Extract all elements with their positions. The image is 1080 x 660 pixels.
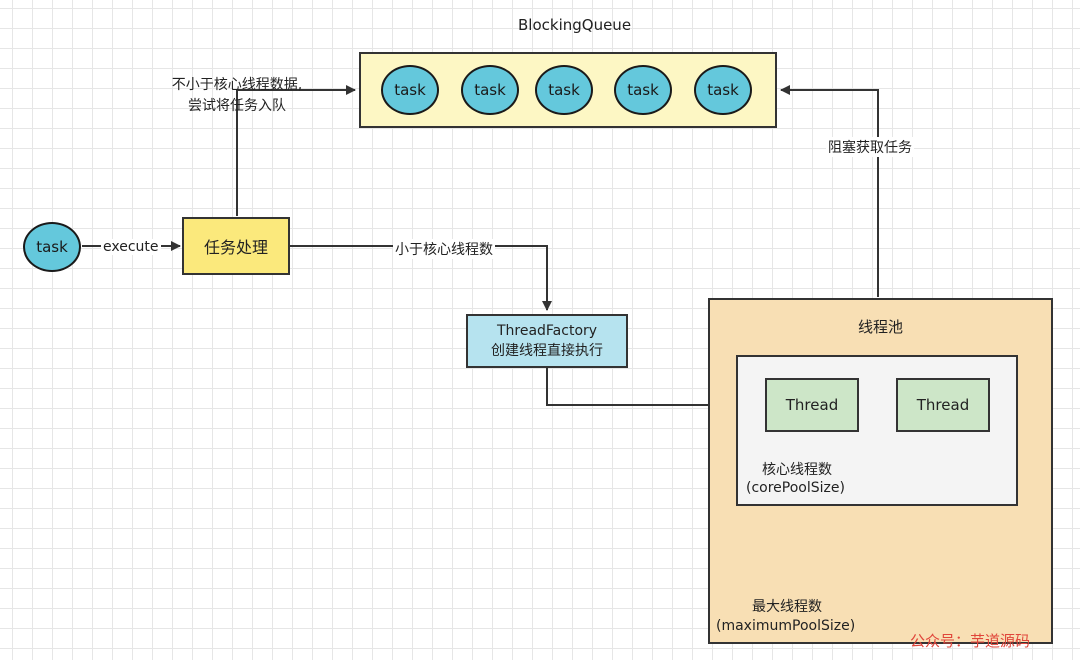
max-pool-size-label: (maximumPoolSize)	[716, 618, 856, 634]
edge-label-blocking-take: 阻塞获取任务	[826, 137, 914, 157]
queue-task: task	[461, 65, 519, 115]
queue-task: task	[381, 65, 439, 115]
watermark: 公众号：芋道源码	[910, 632, 1031, 650]
edge-label-enqueue-line1: 不小于核心线程数据,	[171, 77, 303, 93]
edge-label-execute: execute	[101, 239, 161, 255]
core-thread: Thread	[896, 378, 990, 432]
queue-task: task	[694, 65, 752, 115]
edge-label-less-than-core: 小于核心线程数	[393, 239, 495, 259]
input-task: task	[23, 222, 81, 272]
thread-factory-node: ThreadFactory 创建线程直接执行	[466, 314, 628, 368]
core-pool-label: 核心线程数	[762, 462, 832, 478]
thread-pool-title: 线程池	[857, 318, 903, 336]
max-pool-label: 最大线程数	[752, 599, 822, 615]
queue-task: task	[614, 65, 672, 115]
edge-label-enqueue-line2: 尝试将任务入队	[188, 98, 286, 114]
edge-pool-to-queue	[780, 85, 879, 297]
core-pool-size-label: (corePoolSize)	[746, 480, 845, 496]
queue-task: task	[535, 65, 593, 115]
core-thread: Thread	[765, 378, 859, 432]
task-process-node: 任务处理	[182, 217, 290, 275]
thread-factory-subtitle: 创建线程直接执行	[491, 343, 603, 359]
queue-title: BlockingQueue	[518, 16, 632, 34]
thread-factory-title: ThreadFactory	[496, 323, 598, 339]
